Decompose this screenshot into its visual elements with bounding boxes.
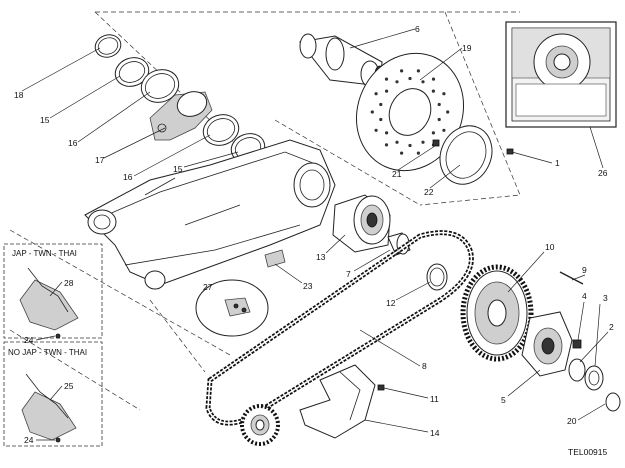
callout-6: 6: [415, 24, 420, 34]
disc-hole: [384, 143, 389, 147]
disc-hole: [374, 128, 378, 132]
pin-9: [559, 271, 584, 285]
region-box-no-jap-twn-thai: [3, 341, 103, 447]
callout-9: 9: [582, 265, 587, 275]
callout-16-lower: 16: [123, 172, 133, 182]
disc-hole: [379, 102, 383, 107]
disc-hole: [437, 117, 441, 122]
callout-28: 28: [64, 278, 74, 288]
disc-hole: [446, 110, 450, 114]
disc-hole: [379, 117, 383, 122]
callout-26: 26: [598, 168, 608, 178]
region-label-no-jap-twn-thai: NO JAP - TWN - THAI: [8, 348, 87, 357]
seal-2: [568, 358, 586, 382]
circlip-20: [605, 392, 621, 412]
callout-15-lower: 15: [173, 164, 183, 174]
callout-5: 5: [501, 395, 506, 405]
callout-2: 2: [609, 322, 614, 332]
chain-slider-23: [264, 249, 286, 268]
disc-hole: [431, 77, 436, 81]
leader-lines: [21, 28, 609, 441]
callout-15-upper: 15: [40, 115, 50, 125]
disc-hole: [370, 110, 374, 114]
detail-circle-27: [195, 279, 269, 337]
chain-guard-14: [299, 364, 376, 439]
callout-11: 11: [430, 394, 439, 404]
front-sprocket: [240, 404, 280, 446]
disc-hole: [400, 151, 404, 155]
disc-hole: [442, 92, 446, 96]
callout-10: 10: [545, 242, 555, 252]
callout-27: 27: [203, 282, 213, 292]
callout-21: 21: [392, 169, 402, 179]
detail-inset-26: [505, 21, 617, 128]
disc-hole: [442, 128, 446, 132]
bearing-3: [584, 365, 604, 391]
screw-21: [432, 139, 440, 147]
callout-24-upper: 24: [24, 335, 34, 345]
region-label-jap-twn-thai: JAP - TWN - THAI: [12, 249, 77, 258]
callout-23: 23: [303, 281, 313, 291]
screw-1: [506, 148, 514, 155]
callout-8: 8: [422, 361, 427, 371]
drawing-code: TEL00915: [568, 447, 607, 457]
tone-ring-22: [439, 125, 493, 185]
callout-18: 18: [14, 90, 24, 100]
swingarm: [84, 139, 336, 290]
disc-hole: [395, 140, 399, 144]
callout-4: 4: [582, 291, 587, 301]
callout-labels: 18 15 16 17 16 15 6 19 21 22 1 26 13 7 2…: [14, 24, 614, 445]
disc-hole: [421, 140, 425, 144]
drive-chain-8: [205, 230, 474, 426]
disc-hole: [385, 131, 389, 135]
callout-19: 19: [462, 43, 472, 53]
disc-hole: [384, 77, 389, 81]
callout-25: 25: [64, 381, 74, 391]
nut-4: [572, 339, 582, 349]
disc-hole: [437, 102, 441, 107]
callout-14: 14: [430, 428, 440, 438]
sprocket-carrier-5: [521, 311, 573, 377]
callout-17: 17: [95, 155, 105, 165]
callout-24-lower: 24: [24, 435, 34, 445]
disc-hole: [416, 151, 420, 155]
callout-7: 7: [346, 269, 351, 279]
seal-ring-15-upper: [114, 57, 150, 87]
disc-hole: [374, 92, 378, 96]
ring-16-lower: [202, 114, 240, 146]
disc-hole: [408, 143, 412, 148]
callout-16-upper: 16: [68, 138, 78, 148]
disc-hole: [431, 131, 435, 135]
region-box-jap-twn-thai: [3, 243, 103, 339]
disc-hole: [416, 69, 420, 73]
callout-3: 3: [603, 293, 608, 303]
o-ring-12: [426, 263, 448, 291]
callout-13: 13: [316, 252, 326, 262]
caliper-bracket-17: [149, 91, 213, 141]
disc-hole: [400, 69, 404, 73]
rear-sprocket-10: [460, 264, 534, 362]
callout-12: 12: [386, 298, 396, 308]
eccentric-hub-13: [332, 194, 391, 253]
callout-1: 1: [555, 158, 560, 168]
screw-11: [377, 384, 385, 391]
disc-hole: [408, 76, 412, 81]
disc-hole: [395, 80, 399, 84]
callout-22: 22: [424, 187, 434, 197]
callout-20: 20: [567, 416, 577, 426]
disc-hole: [431, 89, 435, 93]
disc-hole: [385, 89, 389, 93]
circlip-18: [94, 34, 122, 58]
ring-16-upper: [140, 69, 180, 103]
disc-hole: [421, 80, 425, 84]
